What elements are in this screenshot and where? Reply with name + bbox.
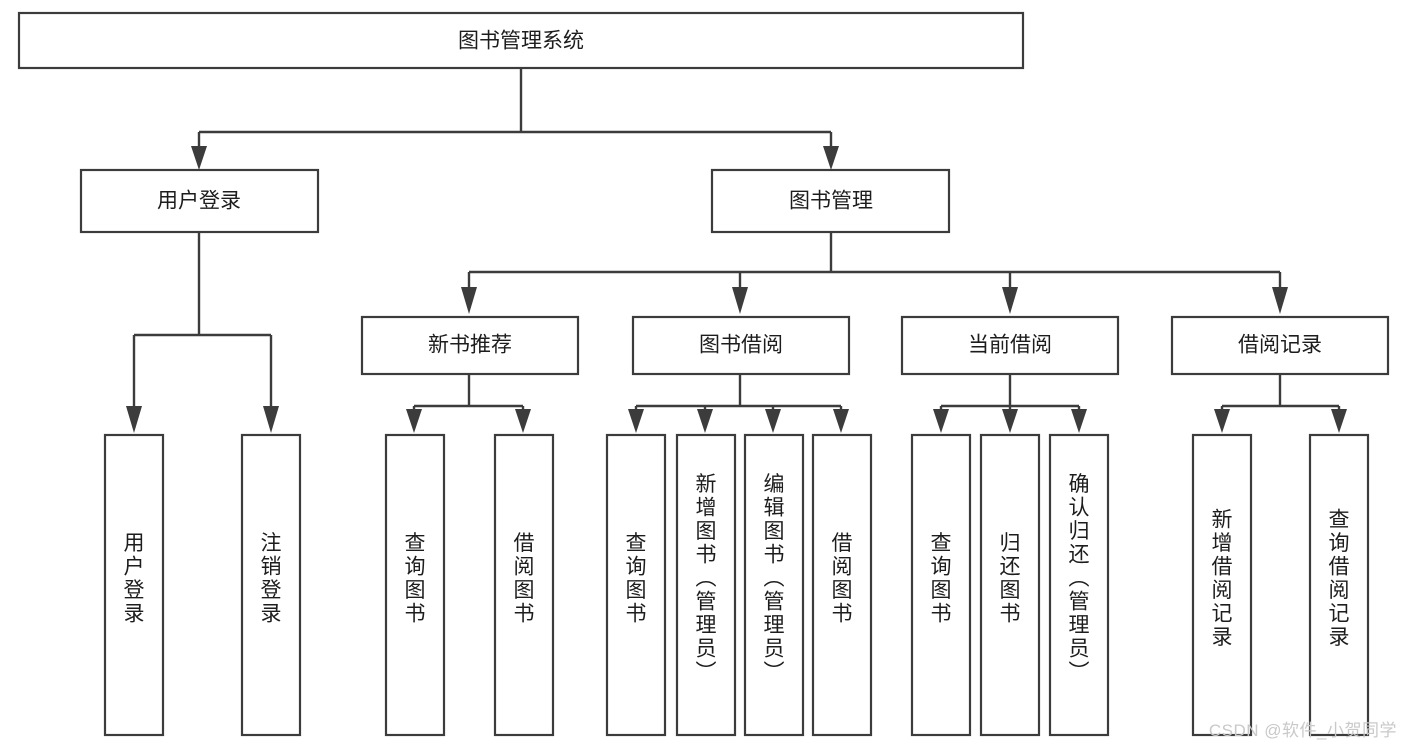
node-leaf-query-borrow-record-label: 查询借阅记录: [1329, 508, 1350, 649]
node-leaf-query-book-2-box[interactable]: [605, 433, 667, 737]
arrow-head-leaf-borrow-book-2: [833, 409, 849, 433]
arrow-head-leaf-confirm-return: [1071, 409, 1087, 433]
arrow-head-leaf-query-book-1: [406, 409, 422, 433]
arrow-head-leaf-borrow-book-1: [515, 409, 531, 433]
node-leaf-borrow-book-2-label: 借阅图书: [832, 532, 853, 626]
node-leaf-add-book-label: 新增图书︵管理员︶: [696, 473, 717, 684]
node-new-book-recommend-label: 新书推荐: [428, 334, 512, 357]
node-user-login-box[interactable]: [79, 168, 320, 234]
node-leaf-confirm-return[interactable]: 确认归还︵管理员︶: [1048, 433, 1110, 737]
node-current-borrow[interactable]: 当前借阅: [900, 315, 1120, 376]
node-leaf-add-borrow-record-box[interactable]: [1191, 433, 1253, 737]
node-leaf-confirm-return-box[interactable]: [1048, 433, 1110, 737]
node-leaf-borrow-book-1[interactable]: 借阅图书: [493, 433, 555, 737]
connector-user-login-to-leaves: [132, 232, 273, 408]
node-borrow-record-box[interactable]: [1170, 315, 1390, 376]
node-leaf-borrow-book-1-label: 借阅图书: [514, 532, 535, 626]
node-leaf-user-login-box[interactable]: [103, 433, 165, 737]
arrow-head-to-new-book-recommend: [461, 287, 477, 314]
node-root-label: 图书管理系统: [458, 30, 584, 53]
node-borrow-record-label: 借阅记录: [1238, 334, 1322, 357]
node-book-borrow-label: 图书借阅: [699, 334, 783, 357]
node-leaf-add-book[interactable]: 新增图书︵管理员︶: [675, 433, 737, 737]
connector-borrow-record-to-leaves: [1220, 374, 1341, 414]
node-book-manage-box[interactable]: [710, 168, 951, 234]
node-leaf-query-book-1[interactable]: 查询图书: [384, 433, 446, 737]
node-leaf-return-book-box[interactable]: [979, 433, 1041, 737]
node-leaf-borrow-book-2[interactable]: 借阅图书: [811, 433, 873, 737]
node-leaf-logout-login-label: 注销登录: [261, 532, 282, 626]
node-leaf-return-book[interactable]: 归还图书: [979, 433, 1041, 737]
arrow-head-leaf-add-book: [697, 409, 713, 433]
node-leaf-borrow-book-2-box[interactable]: [811, 433, 873, 737]
node-root-box[interactable]: [17, 11, 1025, 70]
connectors-group: [126, 68, 1347, 433]
node-user-login-label: 用户登录: [157, 190, 241, 213]
connector-book-manage-to-level2: [467, 232, 1282, 288]
node-leaf-add-book-box[interactable]: [675, 433, 737, 737]
arrow-head-leaf-edit-book: [765, 409, 781, 433]
node-leaf-edit-book[interactable]: 编辑图书︵管理员︶: [743, 433, 805, 737]
node-leaf-query-book-3-box[interactable]: [910, 433, 972, 737]
node-leaf-user-login-label: 用户登录: [124, 532, 145, 626]
node-leaf-add-borrow-record[interactable]: 新增借阅记录: [1191, 433, 1253, 737]
node-book-borrow-box[interactable]: [631, 315, 851, 376]
arrow-head-leaf-return-book: [1002, 409, 1018, 433]
node-borrow-record[interactable]: 借阅记录: [1170, 315, 1390, 376]
node-root[interactable]: 图书管理系统: [17, 11, 1025, 70]
node-new-book-recommend[interactable]: 新书推荐: [360, 315, 580, 376]
arrow-head-to-book-borrow: [732, 287, 748, 314]
node-leaf-query-borrow-record[interactable]: 查询借阅记录: [1308, 433, 1370, 737]
arrow-head-to-user-login: [191, 146, 207, 170]
arrow-head-leaf-logout-login: [263, 406, 279, 433]
node-current-borrow-label: 当前借阅: [968, 334, 1052, 357]
arrow-head-leaf-add-borrow-record: [1214, 409, 1230, 433]
node-leaf-query-book-1-label: 查询图书: [405, 532, 426, 626]
node-book-manage-label: 图书管理: [789, 190, 873, 213]
node-leaf-logout-login-box[interactable]: [240, 433, 302, 737]
arrow-head-leaf-query-book-3: [933, 409, 949, 433]
node-leaf-add-borrow-record-label: 新增借阅记录: [1212, 508, 1233, 649]
node-book-manage[interactable]: 图书管理: [710, 168, 951, 234]
node-leaf-edit-book-box[interactable]: [743, 433, 805, 737]
node-book-borrow[interactable]: 图书借阅: [631, 315, 851, 376]
node-leaf-borrow-book-1-box[interactable]: [493, 433, 555, 737]
node-new-book-recommend-box[interactable]: [360, 315, 580, 376]
node-leaf-query-book-2[interactable]: 查询图书: [605, 433, 667, 737]
arrow-head-leaf-query-book-2: [628, 409, 644, 433]
arrow-head-leaf-query-borrow-record: [1331, 409, 1347, 433]
node-leaf-edit-book-label: 编辑图书︵管理员︶: [764, 473, 785, 684]
node-leaf-user-login[interactable]: 用户登录: [103, 433, 165, 737]
node-leaf-query-book-2-label: 查询图书: [626, 532, 647, 626]
node-current-borrow-box[interactable]: [900, 315, 1120, 376]
node-leaf-return-book-label: 归还图书: [1000, 532, 1021, 626]
node-leaf-logout-login[interactable]: 注销登录: [240, 433, 302, 737]
connector-current-borrow-to-leaves: [939, 374, 1081, 414]
arrow-head-to-borrow-record: [1272, 287, 1288, 314]
arrow-head-to-book-manage: [823, 146, 839, 170]
node-leaf-query-borrow-record-box[interactable]: [1308, 433, 1370, 737]
arrow-head-to-current-borrow: [1002, 287, 1018, 314]
connector-root-to-level1: [197, 68, 833, 157]
node-leaf-query-book-3[interactable]: 查询图书: [910, 433, 972, 737]
node-leaf-confirm-return-label: 确认归还︵管理员︶: [1069, 473, 1090, 684]
arrow-head-leaf-user-login: [126, 406, 142, 433]
node-leaf-query-book-1-box[interactable]: [384, 433, 446, 737]
connector-new-book-recommend-to-leaves: [412, 374, 525, 414]
connector-book-borrow-to-leaves: [634, 374, 843, 414]
node-user-login[interactable]: 用户登录: [79, 168, 320, 234]
node-leaf-query-book-3-label: 查询图书: [931, 532, 952, 626]
